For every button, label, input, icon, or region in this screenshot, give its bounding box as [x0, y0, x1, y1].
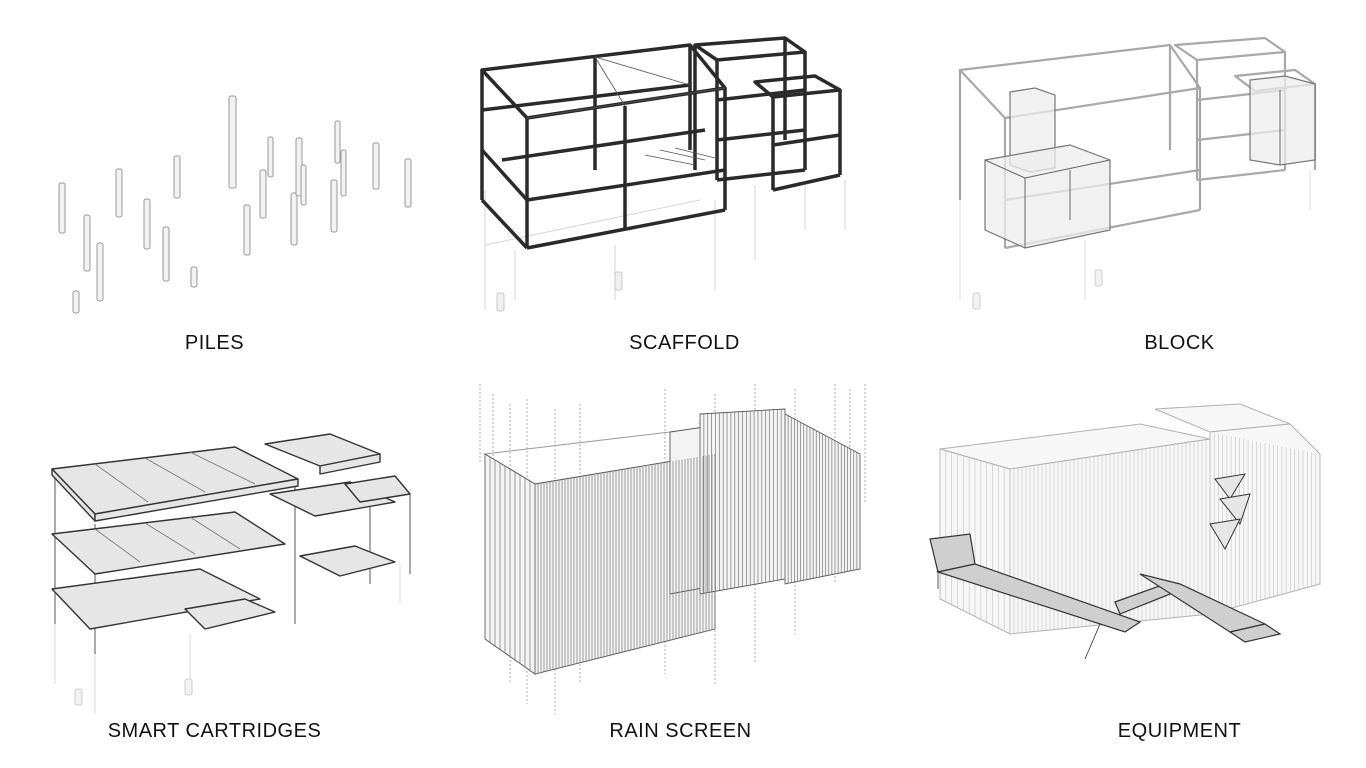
- rain-screen-drawing: [479, 384, 866, 714]
- panel-smart-cartridges: SMART CARTRIDGES: [0, 384, 455, 768]
- caption-scaffold: SCAFFOLD: [629, 332, 740, 354]
- panel-rain-screen: RAIN SCREEN: [455, 384, 910, 768]
- panel-block: BLOCK: [910, 0, 1365, 384]
- smart-cartridges-drawing: [51, 433, 411, 714]
- caption-rain-screen: RAIN SCREEN: [609, 720, 752, 742]
- panel-scaffold: SCAFFOLD: [455, 0, 910, 384]
- panel-piles: PILES: [0, 0, 455, 384]
- block-drawing: [958, 36, 1317, 310]
- equipment-drawing: [929, 403, 1321, 660]
- caption-block: BLOCK: [1144, 332, 1215, 354]
- piles-drawing: [58, 95, 412, 314]
- scaffold-drawing: [480, 36, 846, 312]
- caption-smart-cartridges: SMART CARTRIDGES: [107, 720, 322, 742]
- caption-piles: PILES: [184, 332, 245, 354]
- panel-equipment: EQUIPMENT: [910, 384, 1365, 768]
- caption-equipment: EQUIPMENT: [1117, 720, 1242, 742]
